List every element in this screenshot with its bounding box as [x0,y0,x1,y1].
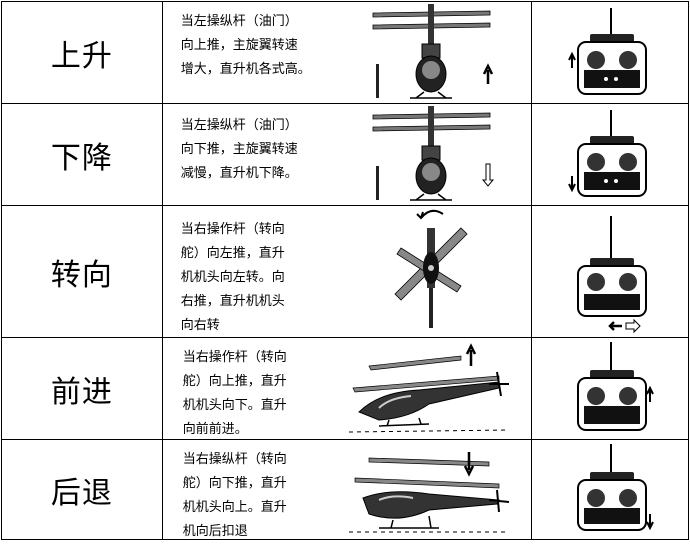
description-text: 当左操纵杆（油门） 向下推，主旋翼转速 减慢，直升机下降。 [180,118,298,181]
transmitter-cell [531,337,689,440]
action-cell: 后退 [1,439,163,540]
action-name: 后退 [50,475,113,511]
action-name: 下降 [50,140,113,176]
transmitter-cell [531,1,689,104]
action-cell: 上升 [1,1,163,104]
helicopter-side-icon [348,444,525,536]
action-name: 上升 [50,38,113,74]
helicopter-top-icon [391,208,471,334]
table-row-backward: 后退 当右操纵杆（转向 舵）向下推，直升 机机头向上。直升 机向后扣退 [1,439,689,540]
transmitter-cell [531,439,689,540]
helicopter-side-icon [348,342,525,436]
description-cell: 当右操作杆（转向 舵）向上推，直升 机机头向下。直升 向前前进。 [161,337,533,440]
description-text: 当右操作杆（转向 舵）向上推，直升 机机头向下。直升 向前前进。 [182,350,287,437]
action-cell: 下降 [1,103,163,206]
action-name: 前进 [50,374,113,410]
table-row-ascend: 上升 当左操纵杆（油门） 向上推，主旋翼转速 增大，直升机各式高。 [1,1,689,104]
description-text: 当右操纵杆（转向 舵）向下推，直升 机机头向上。直升 机向后扣退 [182,452,287,539]
action-cell: 转向 [1,205,163,338]
table-row-descend: 下降 当左操纵杆（油门） 向下推，主旋翼转速 减慢，直升机下降。 [1,103,689,206]
description-cell: 当左操纵杆（油门） 向下推，主旋翼转速 减慢，直升机下降。 [161,103,533,206]
description-text: 当右操作杆（转向 舵）向左推，直升 机机头向左转。向 右推，直升机机头 向右转 [180,222,285,333]
transmitter-icon [566,110,656,202]
description-cell: 当左操纵杆（油门） 向上推，主旋翼转速 增大，直升机各式高。 [161,1,533,104]
action-cell: 前进 [1,337,163,440]
description-cell: 当右操纵杆（转向 舵）向下推，直升 机机头向上。直升 机向后扣退 [161,439,533,540]
helicopter-front-icon [368,4,518,102]
description-text: 当左操纵杆（油门） 向上推，主旋翼转速 增大，直升机各式高。 [180,14,311,77]
transmitter-icon [566,342,656,436]
table-row-forward: 前进 当右操作杆（转向 舵）向上推，直升 机机头向下。直升 向前前进。 [1,337,689,440]
transmitter-cell [531,103,689,206]
transmitter-icon [566,444,656,536]
helicopter-front-icon [368,106,518,204]
table-row-turn: 转向 当右操作杆（转向 舵）向左推，直升 机机头向左转。向 右推，直升机机头 向… [1,205,689,338]
transmitter-cell [531,205,689,338]
action-name: 转向 [50,257,113,293]
transmitter-icon [566,216,656,334]
description-cell: 当右操作杆（转向 舵）向左推，直升 机机头向左转。向 右推，直升机机头 向右转 [161,205,533,338]
transmitter-icon [566,8,656,100]
